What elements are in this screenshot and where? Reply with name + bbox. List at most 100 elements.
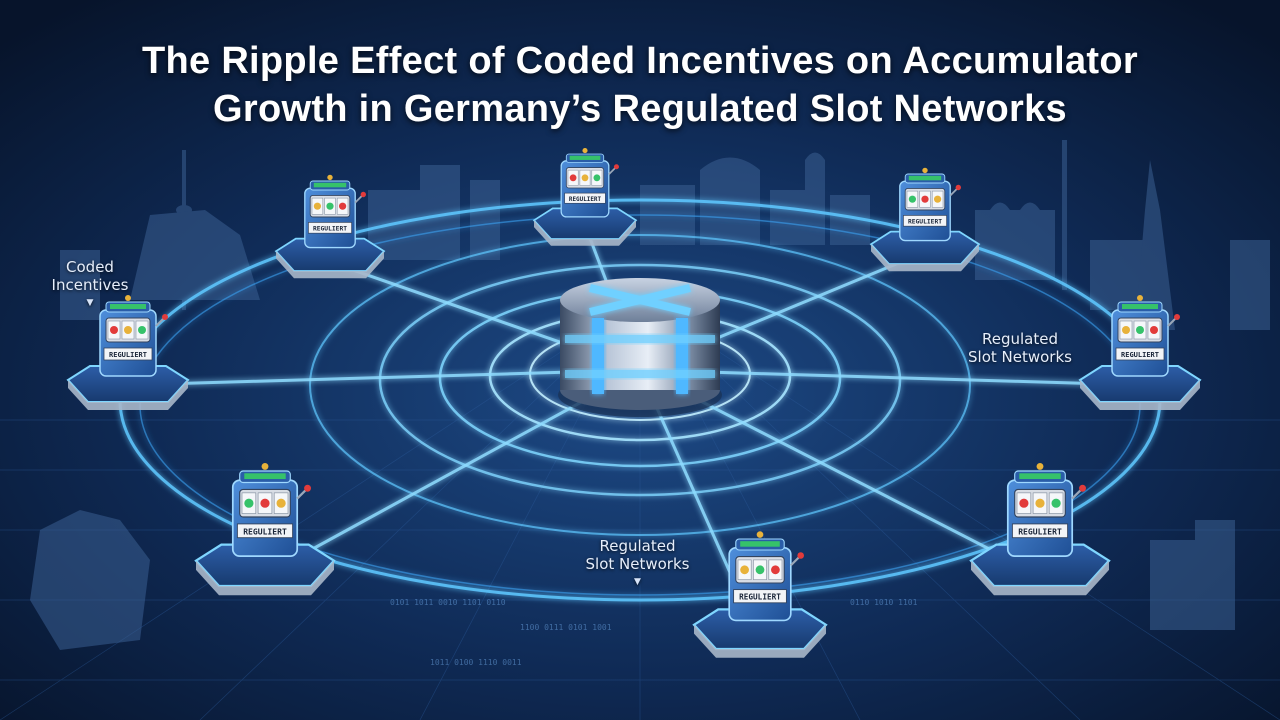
slot-topper-light [110, 304, 146, 309]
slot-topper-light [740, 541, 780, 547]
slot-symbol [276, 498, 286, 508]
slot-symbol [326, 202, 334, 210]
skyline-right [640, 140, 1270, 630]
slot-symbol [339, 202, 347, 210]
slot-machine-node: REGULIERT [66, 295, 190, 410]
slot-symbol [755, 565, 765, 575]
slot-lever-knob [162, 314, 168, 320]
slot-symbol [1136, 326, 1144, 334]
slot-lamp [125, 295, 131, 301]
slot-symbol [581, 174, 589, 182]
callout-line: Slot Networks [585, 555, 690, 573]
slot-panel [903, 215, 947, 227]
slot-lever-knob [1174, 314, 1180, 320]
node-platform-edge [276, 251, 384, 279]
slot-lever [608, 166, 617, 176]
slot-topper-light [908, 175, 942, 181]
slot-topper-light [1122, 304, 1158, 309]
slot-symbol [260, 498, 270, 508]
slot-lever-knob [1079, 484, 1086, 492]
slot-panel-text: REGULIERT [739, 593, 781, 602]
slot-lever [790, 555, 801, 567]
page-title-line-1: The Ripple Effect of Coded Incentives on… [142, 40, 1138, 82]
svg-text:0101 1011 0010 1101 0110: 0101 1011 0010 1101 0110 [390, 598, 506, 607]
slot-symbol [908, 195, 916, 203]
page-title-line-2: Growth in Germany’s Regulated Slot Netwo… [213, 88, 1067, 130]
slot-panel-text: REGULIERT [1018, 527, 1062, 536]
slot-symbol [740, 565, 749, 575]
slot-panel-text: REGULIERT [313, 226, 347, 233]
callout-line: Incentives [51, 276, 129, 294]
slot-topper-light [1019, 473, 1061, 480]
slot-lamp [582, 148, 588, 154]
node-platform-edge [196, 560, 334, 596]
slot-machine-node: REGULIERT [969, 462, 1111, 596]
callout-line: Regulated [599, 537, 676, 555]
slot-lamp [1036, 462, 1044, 470]
slot-symbol [1150, 326, 1158, 334]
arrow-down-icon: ▼ [634, 577, 641, 587]
slot-symbol [934, 195, 942, 203]
slot-symbol [313, 202, 321, 210]
slot-symbol [110, 326, 118, 334]
slot-panel-text: REGULIERT [908, 219, 942, 226]
svg-text:1011 0100 1110 0011: 1011 0100 1110 0011 [430, 658, 522, 667]
slot-panel [1115, 347, 1165, 361]
slot-panel [733, 589, 787, 604]
slot-machine-nodes: REGULIERT REGULIERT REGULIERT REGULIERT REGU… [66, 148, 1202, 658]
slot-topper-light [569, 155, 601, 160]
slot-panel-text: REGULIERT [243, 527, 287, 536]
slot-symbol [124, 326, 132, 334]
node-platform-edge [871, 244, 979, 272]
slot-lamp [1137, 295, 1143, 301]
node-platform-edge [1080, 380, 1200, 410]
slot-lever [1167, 317, 1177, 327]
slot-symbol [1051, 498, 1061, 508]
node-platform-edge [694, 624, 826, 658]
slot-lever-knob [955, 184, 961, 191]
slot-panel-text: REGULIERT [109, 351, 147, 359]
slot-lamp [327, 174, 333, 181]
slot-lever [354, 194, 364, 204]
callout-regulated-right: Regulated Slot Networks [955, 330, 1085, 366]
slot-symbol [138, 326, 146, 334]
slot-symbol [593, 174, 601, 182]
slot-panel [103, 347, 153, 361]
code-stream: 0101 1011 0010 1101 0110 1100 0111 0101 … [390, 598, 918, 667]
slot-topper-light [244, 473, 286, 480]
slot-lever [296, 488, 308, 500]
slot-lever [155, 317, 165, 327]
slot-panel [236, 523, 294, 539]
slot-symbol [1122, 326, 1130, 334]
slot-lever [949, 187, 959, 197]
node-platform-edge [534, 220, 636, 246]
slot-lever [1071, 488, 1083, 500]
slot-panel [308, 222, 352, 234]
slot-symbol [771, 565, 780, 575]
slot-symbol [569, 174, 577, 182]
slot-machine-node: REGULIERT [1078, 295, 1202, 410]
slot-lamp [922, 167, 928, 174]
slot-panel-text: REGULIERT [569, 196, 602, 203]
callout-regulated-bottom: Regulated Slot Networks ▼ [570, 537, 705, 591]
slot-lamp [261, 462, 269, 470]
callout-line: Coded [66, 258, 114, 276]
callout-coded-incentives: Coded Incentives ▼ [45, 258, 135, 312]
svg-text:1100 0111 0101 1001: 1100 0111 0101 1001 [520, 623, 612, 632]
slot-lever-knob [304, 484, 311, 492]
slot-machine-node: REGULIERT [194, 462, 336, 596]
slot-panel-text: REGULIERT [1121, 351, 1159, 359]
slot-machine-node: REGULIERT [692, 531, 828, 658]
slot-lever-knob [797, 552, 804, 559]
slot-symbol [244, 498, 254, 508]
slot-panel [564, 192, 606, 204]
slot-panel [1011, 523, 1069, 539]
node-platform-edge [971, 560, 1109, 596]
callout-line: Slot Networks [968, 348, 1072, 366]
callout-line: Regulated [982, 330, 1058, 348]
skyline-left [30, 150, 500, 650]
slot-machine-node: REGULIERT [274, 174, 386, 279]
svg-text:0110 1010 1101: 0110 1010 1101 [850, 598, 918, 607]
